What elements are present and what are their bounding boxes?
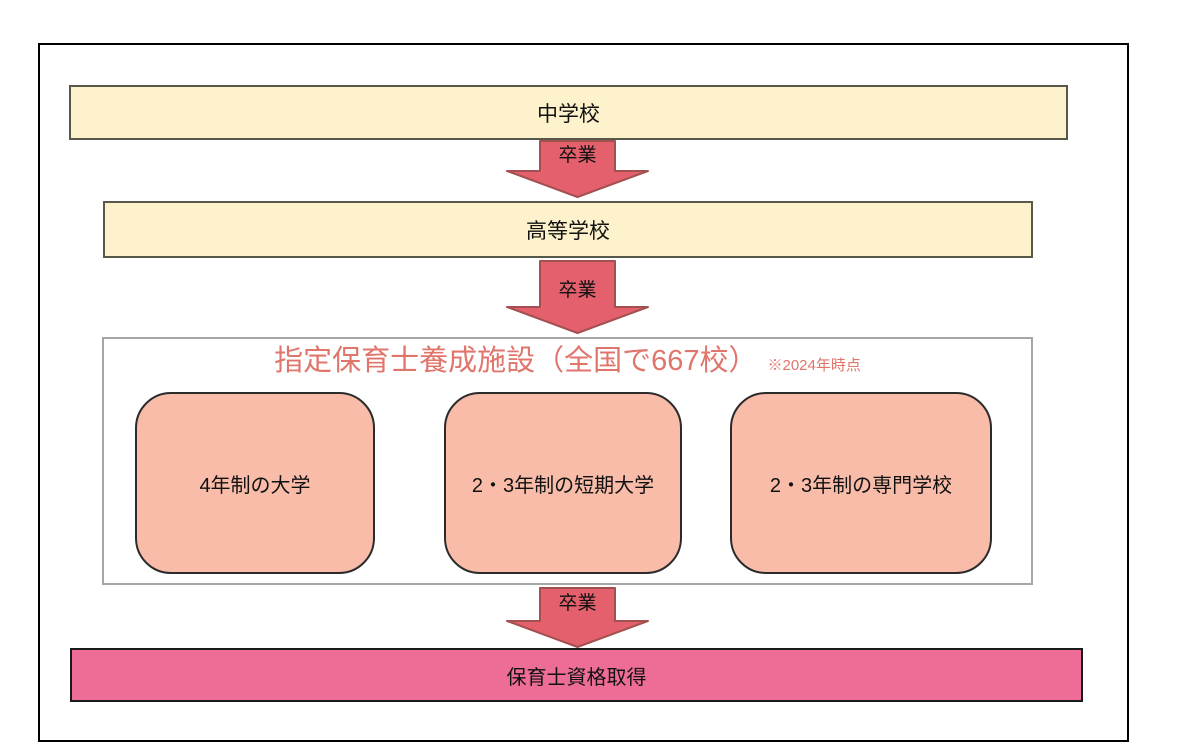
training-facilities-title: 指定保育士養成施設（全国で667校） (274, 345, 758, 377)
down-arrow-icon (506, 140, 649, 198)
option-vocational-school: 2・3年制の専門学校 (730, 392, 992, 574)
option-junior-college: 2・3年制の短期大学 (444, 392, 682, 574)
training-facilities-title-row: 指定保育士養成施設（全国で667校） ※2024年時点 (104, 343, 1031, 379)
middle-school-box: 中学校 (69, 85, 1068, 140)
option-vocational-school-label: 2・3年制の専門学校 (769, 474, 953, 497)
option-university: 4年制の大学 (135, 392, 375, 574)
graduation-arrow-label: 卒業 (558, 593, 597, 614)
graduation-arrow-3: 卒業 (505, 587, 650, 648)
high-school-box: 高等学校 (103, 201, 1033, 258)
middle-school-label: 中学校 (537, 102, 600, 126)
graduation-arrow-label: 卒業 (558, 280, 597, 301)
training-facilities-note: ※2024年時点 (767, 357, 861, 374)
qualification-result-label: 保育士資格取得 (506, 666, 647, 689)
training-facilities-container: 指定保育士養成施設（全国で667校） ※2024年時点 4年制の大学 2・3年制の… (102, 337, 1033, 585)
down-arrow-icon (506, 260, 649, 334)
qualification-result-box: 保育士資格取得 (70, 648, 1083, 702)
option-university-label: 4年制の大学 (199, 474, 311, 497)
option-junior-college-label: 2・3年制の短期大学 (471, 474, 655, 497)
down-arrow-icon (506, 587, 649, 648)
graduation-arrow-1: 卒業 (505, 140, 650, 198)
high-school-label: 高等学校 (526, 219, 610, 243)
graduation-arrow-label: 卒業 (558, 145, 597, 166)
graduation-arrow-2: 卒業 (505, 260, 650, 334)
